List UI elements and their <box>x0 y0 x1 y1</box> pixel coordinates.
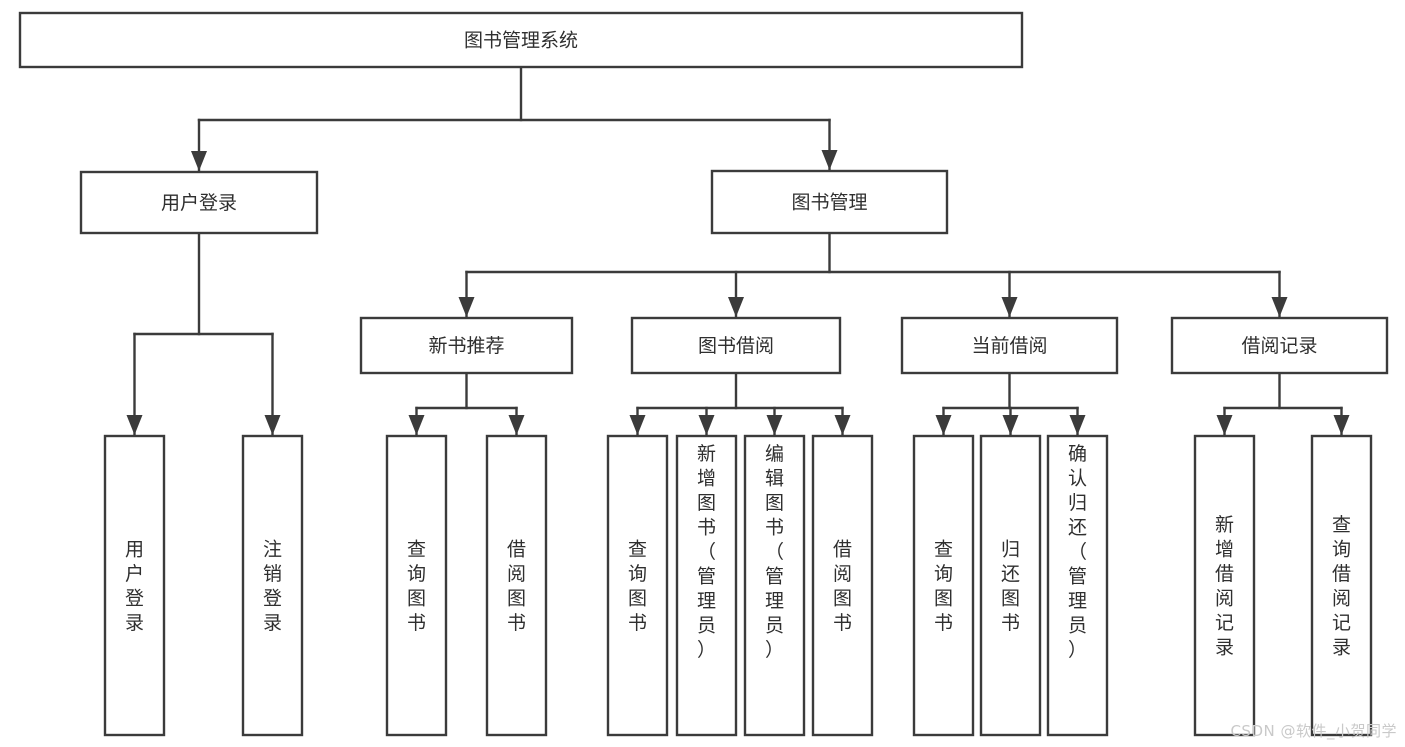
arrow-head-icon <box>408 415 425 435</box>
node-label-leaf-return-book: 归还图书 <box>1001 539 1020 635</box>
node-label-book-borrow: 图书借阅 <box>698 335 774 357</box>
arrow-head-icon <box>1271 297 1288 317</box>
node-box-leaf-edit-book <box>743 434 806 737</box>
node-leaf-query-book-3[interactable]: 查询图书 <box>912 434 975 737</box>
arrow-head-icon <box>191 151 207 171</box>
node-label-leaf-add-record: 新增借阅记录 <box>1215 514 1234 659</box>
arrow-head-icon <box>834 415 851 435</box>
node-root[interactable]: 图书管理系统 <box>18 11 1024 69</box>
node-leaf-query-record[interactable]: 查询借阅记录 <box>1310 434 1373 737</box>
node-box-leaf-query-book-1 <box>385 434 448 737</box>
node-leaf-confirm-return[interactable]: 确认归还（管理员） <box>1046 434 1109 737</box>
node-box-book-borrow <box>630 316 842 375</box>
arrow-head-icon <box>698 415 715 435</box>
arrow-head-icon <box>1001 297 1018 317</box>
node-leaf-logout[interactable]: 注销登录 <box>241 434 304 737</box>
node-box-leaf-add-record <box>1193 434 1256 737</box>
node-label-leaf-query-record: 查询借阅记录 <box>1332 514 1351 659</box>
node-label-current-borrow: 当前借阅 <box>971 335 1047 357</box>
node-box-leaf-user-login <box>103 434 166 737</box>
node-current-borrow[interactable]: 当前借阅 <box>900 316 1119 375</box>
arrow-head-icon <box>766 415 783 435</box>
node-label-leaf-borrow-book-2: 借阅图书 <box>833 539 852 635</box>
node-box-borrow-record <box>1170 316 1389 375</box>
node-label-leaf-edit-book: 编辑图书（管理员） <box>765 443 784 661</box>
arrow-head-icon <box>821 150 838 170</box>
nodes-layer: 图书管理系统用户登录图书管理新书推荐图书借阅当前借阅借阅记录用户登录注销登录查询… <box>18 11 1389 737</box>
node-box-leaf-borrow-book-2 <box>811 434 874 737</box>
arrow-head-icon <box>458 297 475 317</box>
node-label-leaf-add-book: 新增图书（管理员） <box>697 443 716 661</box>
node-book-manage[interactable]: 图书管理 <box>710 169 949 235</box>
node-box-new-book-recommend <box>359 316 574 375</box>
node-box-leaf-confirm-return <box>1046 434 1109 737</box>
arrow-head-icon <box>629 415 646 435</box>
node-label-root: 图书管理系统 <box>464 30 578 52</box>
node-box-leaf-borrow-book-1 <box>485 434 548 737</box>
node-label-user-login: 用户登录 <box>161 192 237 214</box>
node-user-login[interactable]: 用户登录 <box>79 170 319 235</box>
node-box-user-login <box>79 170 319 235</box>
node-leaf-edit-book[interactable]: 编辑图书（管理员） <box>743 434 806 737</box>
node-leaf-return-book[interactable]: 归还图书 <box>979 434 1042 737</box>
node-label-new-book-recommend: 新书推荐 <box>428 335 504 357</box>
arrow-head-icon <box>126 415 143 435</box>
node-label-leaf-user-login: 用户登录 <box>125 539 144 635</box>
node-label-leaf-confirm-return: 确认归还（管理员） <box>1068 443 1087 661</box>
node-box-leaf-query-record <box>1310 434 1373 737</box>
node-leaf-query-book-2[interactable]: 查询图书 <box>606 434 669 737</box>
node-label-leaf-query-book-3: 查询图书 <box>934 539 953 635</box>
node-new-book-recommend[interactable]: 新书推荐 <box>359 316 574 375</box>
arrow-head-icon <box>1216 415 1233 435</box>
node-box-leaf-query-book-2 <box>606 434 669 737</box>
arrow-head-icon <box>508 415 525 435</box>
node-box-leaf-query-book-3 <box>912 434 975 737</box>
node-label-leaf-borrow-book-1: 借阅图书 <box>507 539 526 635</box>
node-label-leaf-query-book-1: 查询图书 <box>407 539 426 635</box>
arrow-head-icon <box>1333 415 1350 435</box>
arrow-head-icon <box>1069 415 1086 435</box>
node-leaf-add-book[interactable]: 新增图书（管理员） <box>675 434 738 737</box>
node-label-leaf-query-book-2: 查询图书 <box>628 539 647 635</box>
node-leaf-borrow-book-2[interactable]: 借阅图书 <box>811 434 874 737</box>
node-leaf-borrow-book-1[interactable]: 借阅图书 <box>485 434 548 737</box>
node-box-book-manage <box>710 169 949 235</box>
node-box-current-borrow <box>900 316 1119 375</box>
arrow-head-icon <box>728 297 744 317</box>
node-box-root <box>18 11 1024 69</box>
node-box-leaf-add-book <box>675 434 738 737</box>
node-label-book-manage: 图书管理 <box>791 192 867 214</box>
node-box-leaf-return-book <box>979 434 1042 737</box>
node-label-leaf-logout: 注销登录 <box>263 539 282 635</box>
arrow-head-icon <box>935 415 952 435</box>
node-leaf-add-record[interactable]: 新增借阅记录 <box>1193 434 1256 737</box>
arrow-head-icon <box>264 415 281 435</box>
node-box-leaf-logout <box>241 434 304 737</box>
node-label-borrow-record: 借阅记录 <box>1241 335 1317 357</box>
arrow-head-icon <box>1002 415 1019 435</box>
connectors-layer <box>126 65 1350 437</box>
node-book-borrow[interactable]: 图书借阅 <box>630 316 842 375</box>
node-leaf-user-login[interactable]: 用户登录 <box>103 434 166 737</box>
node-borrow-record[interactable]: 借阅记录 <box>1170 316 1389 375</box>
node-leaf-query-book-1[interactable]: 查询图书 <box>385 434 448 737</box>
